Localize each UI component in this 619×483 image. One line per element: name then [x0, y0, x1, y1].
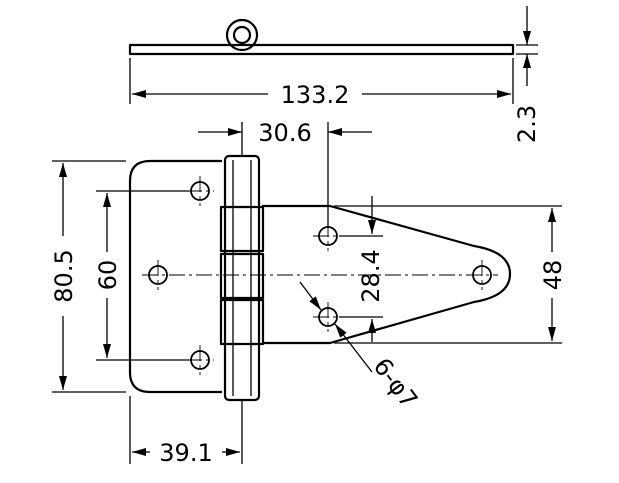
hole-spacing-leaf-label: 60 [94, 260, 122, 291]
arrow-head [523, 54, 531, 68]
left-leaf-outline [128, 159, 222, 394]
knuckle-segment [219, 252, 265, 300]
leaf-width-label: 39.1 [159, 439, 212, 467]
knuckle-outer [225, 18, 259, 52]
leaf-to-hole-label: 30.6 [258, 119, 311, 147]
arrow-head [226, 448, 240, 456]
arrow-head [523, 31, 531, 45]
arrow-head [59, 163, 67, 177]
arrow-head [59, 376, 67, 390]
thickness-label: 2.3 [513, 105, 541, 143]
strap-outline [262, 204, 512, 345]
arrow-head [497, 90, 511, 98]
arrow-head [368, 319, 376, 333]
arrow-head [228, 128, 242, 136]
hole-diameter-label: 6-φ7 [368, 353, 423, 414]
top-view: 133.2 2.3 [128, 6, 541, 143]
arrow-head [368, 220, 376, 234]
arrow-head [103, 344, 111, 358]
strap-height-label: 48 [539, 260, 567, 291]
knuckle-barrel [223, 154, 261, 402]
arrow-head [132, 448, 146, 456]
arrow-head [103, 193, 111, 207]
arrow-head [548, 327, 556, 341]
knuckle-segment [219, 298, 265, 346]
arrow-head [328, 128, 342, 136]
arrow-head [548, 208, 556, 222]
arrow-head [132, 90, 146, 98]
plate-profile [128, 43, 515, 56]
leaf-height-label: 80.5 [50, 249, 78, 302]
knuckle-inner [232, 25, 252, 45]
front-view: 30.6 80.5 60 28.4 48 [50, 119, 567, 467]
hole-spacing-strap-label: 28.4 [357, 249, 385, 302]
knuckle-segment [219, 205, 265, 253]
overall-length-label: 133.2 [281, 81, 350, 109]
